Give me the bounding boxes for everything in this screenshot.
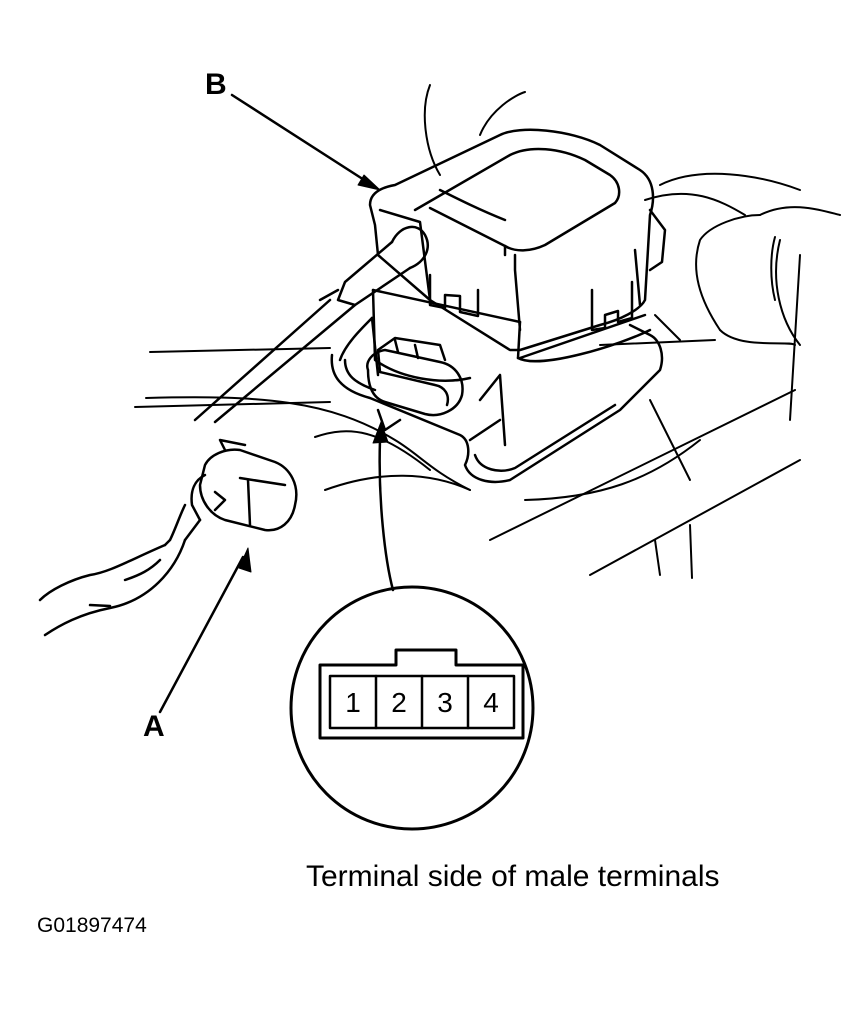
vehicle-body-lines bbox=[134, 84, 841, 579]
terminal-2: 2 bbox=[391, 687, 407, 718]
terminal-detail-view: 1 2 3 4 bbox=[289, 585, 535, 831]
figure-code: G01897474 bbox=[37, 914, 147, 937]
detail-circle bbox=[289, 585, 535, 831]
arrowhead-b bbox=[357, 174, 381, 191]
terminal-1: 1 bbox=[345, 687, 361, 718]
terminal-4: 4 bbox=[483, 687, 499, 718]
arrowhead-detail bbox=[372, 421, 389, 444]
leader-lines bbox=[158, 93, 395, 714]
arrow-b-line bbox=[230, 93, 374, 187]
arrowhead-a bbox=[238, 547, 252, 573]
caption: Terminal side of male terminals bbox=[306, 860, 720, 893]
callout-a: A bbox=[143, 710, 165, 743]
arrow-detail-line bbox=[378, 438, 395, 592]
connector-face-outline bbox=[318, 648, 525, 740]
harness-connector-a bbox=[38, 438, 298, 637]
arrowheads bbox=[238, 174, 389, 573]
terminal-3: 3 bbox=[437, 687, 453, 718]
arrow-a-line bbox=[158, 555, 245, 714]
callout-b: B bbox=[205, 68, 227, 101]
sensor-b-unit bbox=[193, 128, 667, 484]
